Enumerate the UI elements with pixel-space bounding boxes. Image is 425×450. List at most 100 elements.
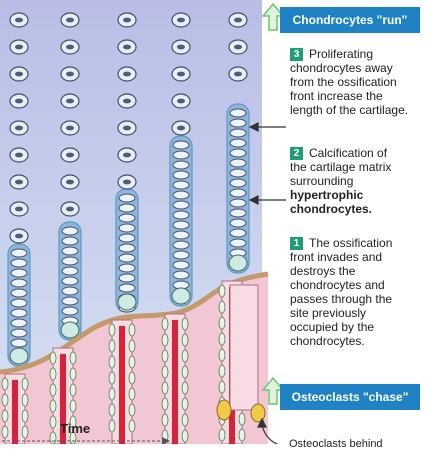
chondrocyte-nucleus xyxy=(66,152,74,158)
chondrocyte-nucleus xyxy=(177,98,185,104)
step-line: chondrocytes. xyxy=(290,334,365,348)
osteoblast-cell xyxy=(21,409,29,423)
stacked-cell xyxy=(61,256,79,266)
stacked-cell xyxy=(172,270,190,280)
dashed-time-arrow-icon xyxy=(2,437,170,444)
stacked-cell xyxy=(118,213,136,223)
step-line: front invades and xyxy=(290,250,383,264)
osteoblast-cell xyxy=(181,429,189,443)
osteoblast-cell xyxy=(108,323,116,337)
osteoblast-cell xyxy=(69,367,77,381)
step-line: destroys the xyxy=(290,264,356,278)
osteoblast-cell xyxy=(49,415,57,429)
osteoblast-cell xyxy=(69,399,77,413)
osteoblast-cell xyxy=(108,403,116,417)
stacked-cell xyxy=(118,263,136,273)
stacked-cell xyxy=(10,338,28,348)
osteoblast-cell xyxy=(69,383,77,397)
osteoblast-cell xyxy=(218,316,226,330)
step-line-bold: hypertrophic xyxy=(290,188,364,202)
osteoblast-cell xyxy=(128,419,136,433)
osteoblast-cell xyxy=(181,317,189,331)
bottom-note: Osteoclasts behind xyxy=(289,438,383,450)
stacked-cell xyxy=(172,170,190,180)
stacked-cell xyxy=(172,220,190,230)
blood-vessel xyxy=(119,326,125,444)
step-line: from the ossification xyxy=(290,75,397,89)
stacked-cell xyxy=(229,238,247,248)
chondrocyte-nucleus xyxy=(15,125,23,131)
hypertrophic-cell xyxy=(60,321,80,339)
blood-vessels xyxy=(1,280,259,444)
osteoblast-cell xyxy=(161,397,169,411)
osteoblast-cell xyxy=(181,381,189,395)
chondrocytes-run-header: Chondrocytes "run" xyxy=(280,7,420,33)
step-line: front increase the xyxy=(290,89,383,103)
osteoblast-cell xyxy=(218,428,226,442)
osteoblast-cell xyxy=(49,367,57,381)
stacked-cell xyxy=(118,273,136,283)
stacked-cell xyxy=(172,160,190,170)
osteoblast-cell xyxy=(128,387,136,401)
stacked-cell xyxy=(229,228,247,238)
pointer-arrow-icon xyxy=(257,417,279,444)
stacked-cell xyxy=(61,276,79,286)
step-line: chondrocytes away xyxy=(290,61,393,75)
osteoblast-cell xyxy=(181,397,189,411)
osteoblast-cell xyxy=(181,333,189,347)
chondrocyte-nucleus xyxy=(234,71,242,77)
chondrocyte-nucleus xyxy=(66,71,74,77)
osteoblast-cell xyxy=(49,351,57,365)
step-2-number: 2 xyxy=(290,147,303,160)
chondrocyte-nucleus xyxy=(123,152,131,158)
stacked-cell xyxy=(10,288,28,298)
stacked-cell xyxy=(172,230,190,240)
stacked-cell xyxy=(61,236,79,246)
osteoblast-cell xyxy=(108,387,116,401)
step-1-number: 1 xyxy=(290,237,303,250)
chondrocyte-nucleus xyxy=(15,98,23,104)
step-line: passes through the xyxy=(290,292,393,306)
stacked-cell xyxy=(229,118,247,128)
osteoblast-cell xyxy=(218,284,226,298)
step-line: occupied by the xyxy=(290,320,375,334)
stacked-cell xyxy=(229,138,247,148)
osteoclast-cell xyxy=(250,403,266,423)
chondrocyte-nucleus xyxy=(15,206,23,212)
stacked-cell xyxy=(10,318,28,328)
osteoblast-cell xyxy=(181,413,189,427)
stacked-cell xyxy=(229,108,247,118)
osteoblast-cell xyxy=(128,371,136,385)
stacked-cell xyxy=(172,210,190,220)
chondrocyte-nucleus xyxy=(66,44,74,50)
time-label: Time xyxy=(60,421,91,436)
stacked-cell xyxy=(61,306,79,316)
pointer-arrow-icon xyxy=(248,195,286,205)
chondrocyte-nucleus xyxy=(177,125,185,131)
stacked-cell xyxy=(229,158,247,168)
osteoblast-cell xyxy=(1,393,9,407)
osteoblast-cell xyxy=(218,364,226,378)
osteoblast-cell xyxy=(108,371,116,385)
chondrocyte-nucleus xyxy=(15,152,23,158)
chondrocyte-nucleus xyxy=(177,17,185,23)
chondrocyte-nucleus xyxy=(123,179,131,185)
osteoblast-cell xyxy=(128,323,136,337)
stacked-cell xyxy=(172,260,190,270)
stacked-cell xyxy=(118,203,136,213)
blood-vessel xyxy=(12,380,18,444)
chondrocyte-nucleus xyxy=(15,17,23,23)
stacked-cell xyxy=(229,198,247,208)
chondrocyte-nucleus xyxy=(177,71,185,77)
osteoblast-cell xyxy=(218,332,226,346)
osteoclasts-chase-header: Osteoclasts "chase" xyxy=(280,384,420,410)
osteoblast-cell xyxy=(161,413,169,427)
step-line: Calcification of xyxy=(309,146,388,160)
step-line: Proliferating xyxy=(309,47,374,61)
stacked-cell xyxy=(172,240,190,250)
pointer-arrow-icon xyxy=(248,122,286,132)
osteoblast-cell xyxy=(128,339,136,353)
chondrocyte-nucleus xyxy=(123,125,131,131)
